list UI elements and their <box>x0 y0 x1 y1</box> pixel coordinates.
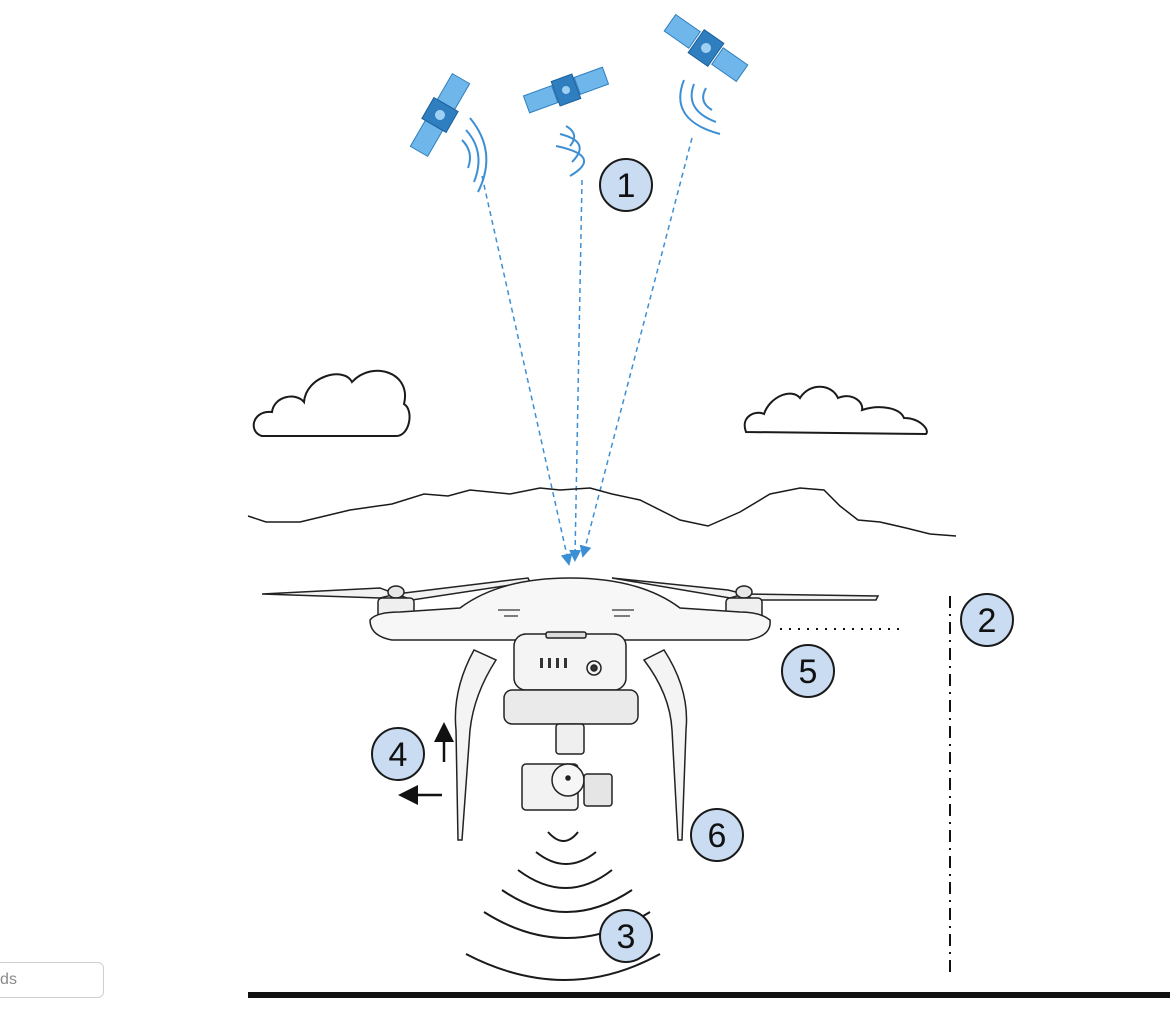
satellite-signal-lines <box>481 137 693 566</box>
marker-1: 1 <box>599 158 653 212</box>
marker-6: 6 <box>690 808 744 862</box>
marker-4: 4 <box>371 727 425 781</box>
marker-5-label: 5 <box>799 653 818 691</box>
satellite-middle-icon <box>522 66 610 114</box>
signal-waves-left-icon <box>461 117 488 193</box>
marker-6-label: 6 <box>708 817 727 855</box>
marker-1-label: 1 <box>617 167 636 205</box>
cloud-left-icon <box>252 369 411 437</box>
marker-2-label: 2 <box>978 602 997 640</box>
drone-icon <box>261 577 880 841</box>
motion-arrows-icon <box>398 722 454 805</box>
signal-waves-middle-icon <box>555 125 586 177</box>
search-box <box>0 962 104 998</box>
marker-3: 3 <box>599 909 653 963</box>
signal-waves-right-icon <box>679 79 721 135</box>
satellite-left-icon <box>409 72 471 158</box>
mountain-ridge <box>247 487 957 537</box>
satellite-right-icon <box>663 13 749 83</box>
marker-4-label: 4 <box>389 736 408 774</box>
cloud-right-icon <box>743 385 928 436</box>
marker-2: 2 <box>960 593 1014 647</box>
search-input[interactable] <box>0 963 103 997</box>
ground-line <box>248 992 1170 998</box>
marker-3-label: 3 <box>617 918 636 956</box>
marker-5: 5 <box>781 644 835 698</box>
